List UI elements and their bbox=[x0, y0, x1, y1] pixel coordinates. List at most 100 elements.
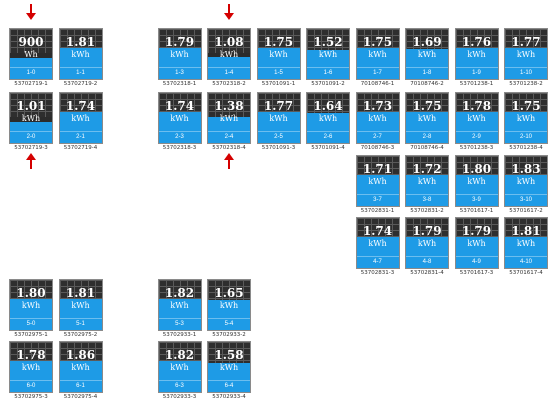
meter-id-bar bbox=[10, 318, 52, 330]
meter-id-label: 2-6 bbox=[323, 134, 333, 140]
meter-serial-number: 53701238-1 bbox=[459, 81, 494, 87]
meter-serial-number: 53701238-2 bbox=[509, 81, 543, 87]
meter-id-bar bbox=[208, 131, 250, 143]
meter-unit: kWh bbox=[417, 177, 437, 186]
meter-serial-number: 53701617-2 bbox=[509, 208, 543, 214]
meter-value: 1.74 bbox=[362, 224, 393, 238]
meter-serial-number: 53702975-2 bbox=[63, 332, 98, 338]
meter-serial-number: 53702719-4 bbox=[63, 145, 98, 151]
meter-unit: kWh bbox=[269, 50, 288, 59]
meter-id-label: 4-8 bbox=[422, 259, 432, 265]
meter-value: 1.52 bbox=[313, 35, 343, 49]
meter-id-label: 4-10 bbox=[519, 259, 532, 265]
meter-unit: kWh bbox=[417, 50, 437, 59]
meter-id-label: 1-8 bbox=[422, 70, 432, 76]
meter-value: 1.79 bbox=[164, 35, 195, 49]
meter-id-label: 2-9 bbox=[472, 134, 481, 140]
meter-serial-number: 53702975-3 bbox=[14, 394, 48, 400]
meter-value: 1.80 bbox=[461, 162, 492, 176]
arrow-up-icon bbox=[224, 153, 234, 169]
meter-id-label: 1-1 bbox=[76, 70, 85, 76]
meter-id-bar bbox=[158, 380, 201, 392]
meter-unit: kWh bbox=[71, 301, 90, 310]
meter-id-bar bbox=[307, 67, 349, 79]
arrow-up-icon bbox=[26, 153, 36, 169]
meter-value: 1.75 bbox=[362, 35, 393, 49]
meter-id-bar bbox=[307, 131, 349, 143]
meter-unit: kWh bbox=[516, 239, 536, 248]
meter-unit: kWh bbox=[368, 114, 387, 123]
meter-unit: kWh bbox=[269, 114, 288, 123]
meter-serial-number: 53701091-3 bbox=[261, 145, 296, 151]
meter-id-label: 1-6 bbox=[323, 70, 333, 76]
meter-id-label: 1-0 bbox=[26, 70, 36, 76]
meter-unit: kWh bbox=[516, 50, 536, 59]
meter-unit: kWh bbox=[467, 177, 486, 186]
meter-id-bar bbox=[208, 67, 250, 79]
meter-grid-background bbox=[10, 29, 52, 53]
meter-value: 1.08 bbox=[214, 35, 244, 49]
meter-unit: kWh bbox=[368, 50, 387, 59]
meter-id-bar bbox=[505, 131, 547, 143]
meter-value: 1.82 bbox=[164, 286, 195, 300]
meter-value: 1.82 bbox=[164, 348, 195, 362]
meter-unit: kWh bbox=[417, 114, 437, 123]
meter-id-bar bbox=[505, 256, 547, 268]
meter-unit: kWh bbox=[21, 301, 41, 310]
meter-unit: kWh bbox=[318, 50, 338, 59]
meter-grid-background bbox=[208, 29, 250, 53]
meter-id-label: 1-3 bbox=[175, 70, 184, 76]
meter-unit: kWh bbox=[368, 239, 387, 248]
meter-id-bar bbox=[406, 67, 448, 79]
meter-id-label: 6-3 bbox=[175, 383, 184, 389]
meter-serial-number: 53702831-4 bbox=[410, 270, 444, 276]
meter-serial-number: 53702318-4 bbox=[212, 145, 246, 151]
meter-id-bar bbox=[406, 131, 448, 143]
meter-id-bar bbox=[356, 256, 399, 268]
meter-id-bar bbox=[158, 131, 201, 143]
meter-id-bar bbox=[505, 194, 547, 206]
meter-serial-number: 53702831-3 bbox=[360, 270, 395, 276]
meter-id-label: 1-7 bbox=[373, 70, 382, 76]
meter-serial-number: 53701091-1 bbox=[261, 81, 296, 87]
meter-grid-background bbox=[307, 29, 349, 53]
meter-unit: kWh bbox=[368, 177, 387, 186]
meter-value: 900 bbox=[18, 35, 44, 49]
